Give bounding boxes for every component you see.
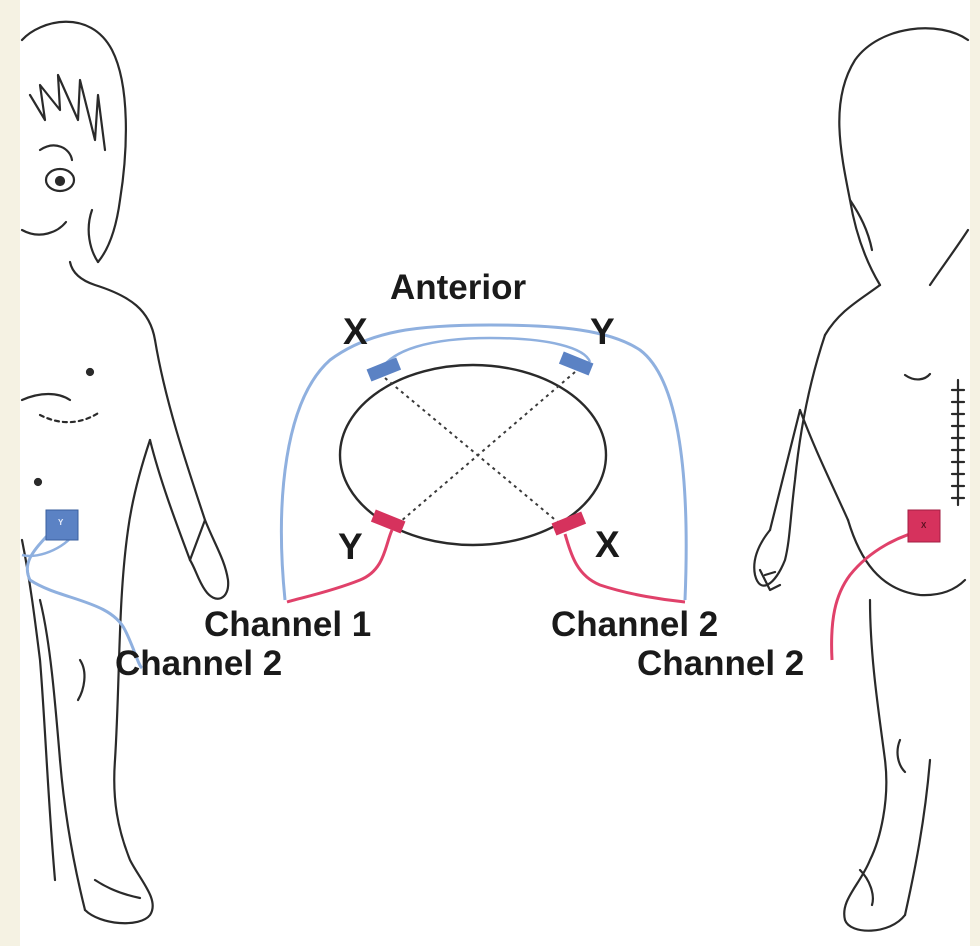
channel-2-center-label: Channel 2 (551, 607, 718, 642)
electrode-bottom-left (371, 510, 406, 534)
anterior-label: Anterior (390, 270, 526, 305)
electrode-top-left (367, 358, 402, 382)
front-child-figure (22, 22, 228, 923)
channel-2-red-lead (565, 534, 685, 602)
electrode-bottom-right (552, 512, 587, 536)
back-child-figure (754, 28, 968, 930)
top-right-electrode-label: Y (590, 313, 615, 350)
back-child-pad-letter: X (921, 522, 926, 530)
front-child-channel-label: Channel 2 (115, 646, 282, 681)
back-child-channel-label: Channel 2 (637, 646, 804, 681)
vector-x-diagonal (385, 378, 565, 528)
vector-y-diagonal (393, 372, 575, 528)
front-child-pad-letter: Y (58, 519, 63, 527)
channel-1-label: Channel 1 (204, 607, 371, 642)
top-left-electrode-label: X (343, 313, 368, 350)
bottom-right-electrode-label: X (595, 526, 620, 563)
bottom-left-electrode-label: Y (338, 528, 363, 565)
channel-1-lead-inner (380, 338, 590, 372)
electrode-top-right (559, 352, 594, 376)
back-child-lead-wire (832, 530, 925, 660)
